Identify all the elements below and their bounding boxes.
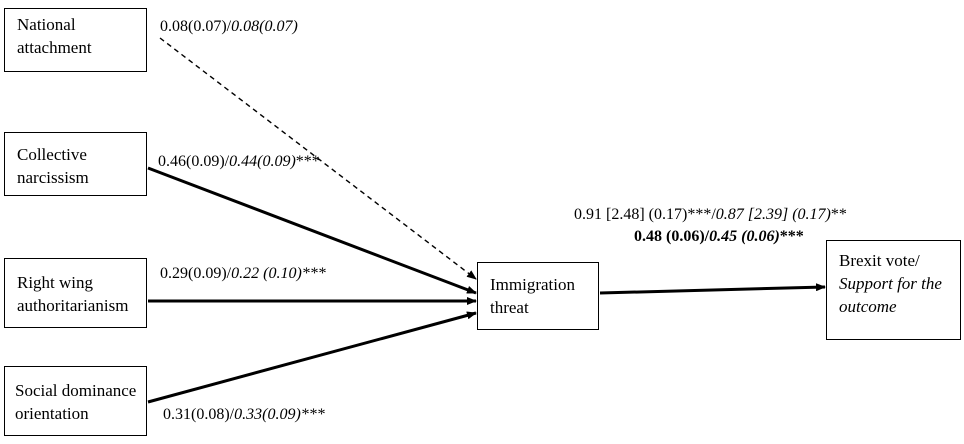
node-right-wing-authoritarianism: Right wing authoritarianism — [4, 258, 147, 328]
coef-italic: 0.22 (0.10) — [231, 265, 302, 282]
coef-plain: 0.31(0.08)/ — [163, 406, 235, 423]
coef-italic: 0.33(0.09) — [234, 406, 301, 423]
path-arrow-national-attachment — [159, 37, 477, 280]
path-arrow-collective-narcissism — [147, 166, 477, 295]
node-label-line1: Immigration — [490, 275, 575, 294]
coef-collective-narcissism: 0.46(0.09)/0.44(0.09)*** — [158, 152, 320, 172]
node-social-dominance-orientation: Social dominance orientation — [4, 366, 147, 436]
coef-stars: ** — [830, 206, 847, 223]
node-label-line2: Support for the — [839, 274, 942, 293]
coef-right-wing-authoritarianism: 0.29(0.09)/0.22 (0.10)*** — [160, 264, 326, 284]
path-arrow-social-dominance-orientation — [147, 311, 477, 404]
node-immigration-threat: Immigration threat — [477, 262, 599, 330]
coef-national-attachment: 0.08(0.07)/0.08(0.07) — [160, 17, 298, 37]
node-label-line2: orientation — [15, 404, 89, 423]
node-label-line1: Collective — [17, 145, 87, 164]
coef-plain: 0.91 [2.48] (0.17)***/ — [574, 206, 716, 223]
coef-stars: *** — [779, 228, 804, 245]
coef-stars: *** — [300, 406, 325, 423]
node-label-line2: attachment — [17, 38, 92, 57]
path-arrow-immigration-to-brexit — [599, 283, 826, 295]
coef-stars: *** — [295, 153, 320, 170]
coef-plain: 0.08(0.07)/ — [160, 18, 232, 35]
node-label-line1: Right wing — [17, 273, 94, 292]
node-label-line2: narcissism — [17, 168, 89, 187]
node-label-line1: National — [17, 15, 76, 34]
coef-italic: 0.87 [2.39] (0.17) — [715, 206, 831, 223]
node-collective-narcissism: Collective narcissism — [4, 132, 147, 196]
node-label-line2: authoritarianism — [17, 296, 129, 315]
node-brexit-vote: Brexit vote/ Support for the outcome — [826, 240, 961, 340]
node-label-line2: threat — [490, 298, 529, 317]
node-label-line1: Brexit vote/ — [839, 251, 920, 270]
coef-social-dominance-orientation: 0.31(0.08)/0.33(0.09)*** — [163, 405, 325, 425]
coef-plain: 0.29(0.09)/ — [160, 265, 232, 282]
coef-stars: *** — [301, 265, 326, 282]
coef-italic: 0.08(0.07) — [231, 18, 298, 35]
coef-immigration-to-brexit-line2: 0.48 (0.06)/0.45 (0.06)*** — [634, 227, 804, 247]
coef-immigration-to-brexit-line1: 0.91 [2.48] (0.17)***/0.87 [2.39] (0.17)… — [574, 205, 847, 225]
coef-plain: 0.46(0.09)/ — [158, 153, 230, 170]
node-national-attachment: National attachment — [4, 8, 147, 72]
node-label-line1: Social dominance — [15, 381, 137, 400]
coef-bold-italic: 0.45 (0.06) — [709, 228, 780, 245]
coef-italic: 0.44(0.09) — [229, 153, 296, 170]
coef-bold: 0.48 (0.06)/ — [634, 228, 710, 245]
node-label-line3: outcome — [839, 297, 897, 316]
